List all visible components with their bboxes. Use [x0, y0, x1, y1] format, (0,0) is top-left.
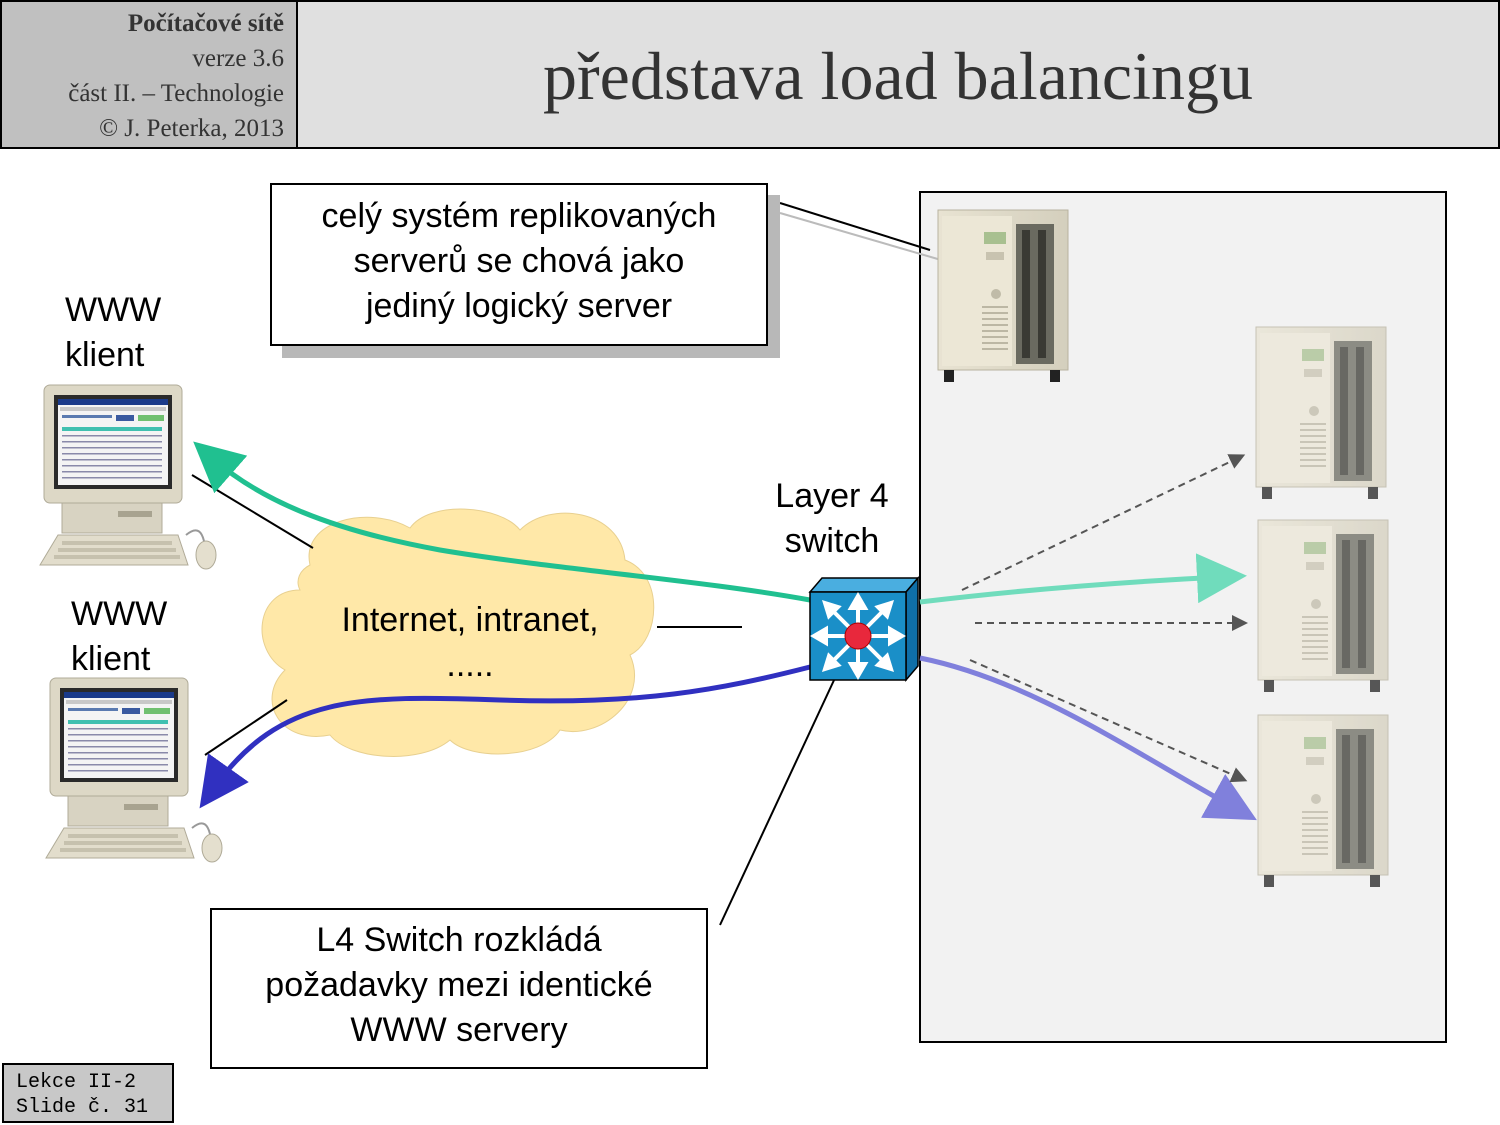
slide-title: představa load balancingu	[296, 0, 1500, 149]
course-title: Počítačové sítě	[127, 10, 284, 37]
dashed-distribution-arrow-1	[961, 454, 1246, 591]
internet-cloud	[261, 508, 655, 757]
request-flow-from-client2	[199, 664, 811, 809]
copyright-label: © J. Peterka, 2013	[99, 115, 284, 142]
server-icon	[1255, 326, 1387, 500]
server-icon	[1257, 714, 1389, 888]
client-label-line: WWW	[71, 595, 168, 633]
client-label-line: klient	[71, 640, 151, 678]
dashed-distribution-arrow-3	[969, 659, 1248, 783]
slide-number-label: Slide č. 31	[16, 1096, 149, 1119]
l4-switch-callout: L4 Switch rozkládá požadavky mezi identi…	[210, 908, 708, 1069]
callout-line: požadavky mezi identické	[265, 966, 653, 1004]
version-label: verze 3.6	[192, 45, 284, 72]
pc-client-icon	[45, 677, 223, 863]
switch-label-line: Layer 4	[775, 477, 889, 515]
callout-line: serverů se chová jako	[353, 242, 685, 280]
pc-client-icon	[39, 384, 217, 570]
part-label: část II. – Technologie	[68, 80, 284, 107]
cloud-label-line: .....	[446, 646, 494, 684]
client2-label: WWW klient	[71, 592, 167, 682]
switch-label: Layer 4 switch	[752, 474, 912, 564]
response-flow-to-client1	[193, 441, 811, 603]
switch-callout-connector-line	[719, 677, 836, 926]
cloud-label-line: Internet, intranet,	[341, 601, 599, 639]
callout-line: WWW servery	[350, 1011, 568, 1049]
cloud-label: Internet, intranet, .....	[310, 598, 630, 688]
callout-line: celý systém replikovaných	[321, 197, 717, 235]
server-icon	[937, 209, 1069, 383]
client-label-line: klient	[65, 336, 145, 374]
server-icon	[1257, 519, 1389, 693]
course-info-box: Počítačové sítě verze 3.6 část II. – Tec…	[0, 0, 298, 149]
callout-connector-line	[779, 202, 931, 251]
replicated-servers-callout: celý systém replikovaných serverů se cho…	[270, 183, 768, 346]
switch-label-line: switch	[784, 522, 880, 560]
layer4-switch-icon	[808, 575, 920, 683]
client2-link-line	[204, 699, 288, 756]
client1-label: WWW klient	[65, 288, 161, 378]
callout-line: L4 Switch rozkládá	[316, 921, 602, 959]
lesson-label: Lekce II-2	[16, 1071, 137, 1094]
forward-flow-to-server3	[919, 655, 1257, 821]
callout-line: jediný logický server	[365, 287, 673, 325]
client-label-line: WWW	[65, 291, 162, 329]
forward-flow-to-server2	[919, 553, 1247, 605]
callout-connector-shadow	[779, 212, 949, 263]
